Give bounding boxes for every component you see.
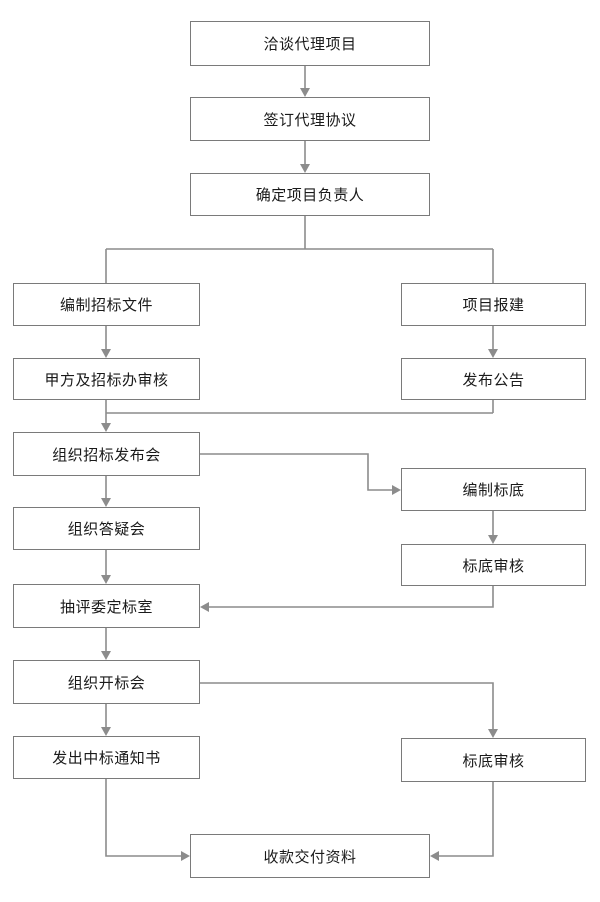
node-payment: 收款交付资料 — [190, 834, 430, 878]
arrowhead — [200, 602, 209, 612]
connector-opening-base-review — [200, 682, 494, 730]
connector-notice-payment — [105, 779, 182, 857]
node-compile-docs: 编制招标文件 — [13, 283, 200, 326]
node-announce: 发布公告 — [401, 358, 586, 400]
node-registration: 项目报建 — [401, 283, 586, 326]
arrowhead — [101, 575, 111, 584]
arrowhead — [101, 651, 111, 660]
connector-base-review-payment — [438, 782, 494, 857]
node-review: 甲方及招标办审核 — [13, 358, 200, 400]
arrowhead — [488, 729, 498, 738]
arrowhead — [488, 349, 498, 358]
arrowhead — [430, 851, 439, 861]
connector-release-compile-base — [200, 453, 393, 491]
arrowhead — [181, 851, 190, 861]
node-release-meeting: 组织招标发布会 — [13, 432, 200, 476]
arrowhead — [101, 727, 111, 736]
node-qa-meeting: 组织答疑会 — [13, 507, 200, 550]
node-compile-base: 编制标底 — [401, 468, 586, 511]
node-base-review-1: 标底审核 — [401, 544, 586, 586]
node-opening-meeting: 组织开标会 — [13, 660, 200, 704]
arrowhead — [300, 88, 310, 97]
arrowhead — [101, 423, 111, 432]
node-negotiate: 洽谈代理项目 — [190, 21, 430, 66]
arrowhead — [392, 485, 401, 495]
node-base-review-2: 标底审核 — [401, 738, 586, 782]
node-assign: 确定项目负责人 — [190, 173, 430, 216]
arrowhead — [101, 349, 111, 358]
arrowhead — [488, 535, 498, 544]
node-sign: 签订代理协议 — [190, 97, 430, 141]
connector-base-review-select — [208, 586, 494, 608]
node-select-room: 抽评委定标室 — [13, 584, 200, 628]
node-notice: 发出中标通知书 — [13, 736, 200, 779]
arrowhead — [300, 164, 310, 173]
arrowhead — [101, 498, 111, 507]
